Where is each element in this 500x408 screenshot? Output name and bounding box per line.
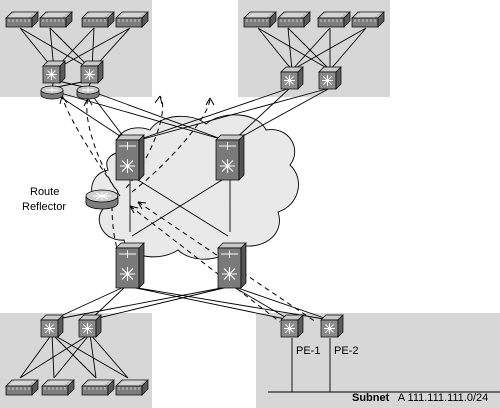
subnet-segment xyxy=(268,338,500,393)
core-downlinks-bottom xyxy=(51,285,331,321)
access-switch-icon xyxy=(277,11,311,28)
pe2-label: PE-2 xyxy=(334,345,358,357)
core-switch-icon xyxy=(215,134,245,181)
access-switch-icon xyxy=(317,11,351,28)
pe1-label: PE-1 xyxy=(296,345,320,357)
route-reflector-icon xyxy=(85,189,119,210)
core-mesh xyxy=(129,174,231,237)
distribution-switch-icon xyxy=(40,314,64,338)
distribution-switch-icon xyxy=(318,66,342,90)
core-switch-icon xyxy=(115,134,145,181)
subnet-address: A 111.111.111.0/24 xyxy=(398,392,489,404)
core-uplinks-top xyxy=(49,87,331,143)
access-switch-icon xyxy=(351,11,385,28)
router-icon xyxy=(40,85,64,100)
access-switch-icon xyxy=(243,11,277,28)
access-switch-icon xyxy=(41,379,75,396)
access-switch-icon xyxy=(115,11,149,28)
distribution-switch-icon xyxy=(78,314,102,338)
access-switch-icon xyxy=(5,11,39,28)
subnet-word: Subnet xyxy=(352,392,390,404)
access-switch-icon xyxy=(81,379,115,396)
site-bottom-left-links xyxy=(19,333,129,379)
access-switch-icon xyxy=(39,11,73,28)
site-top-right-links xyxy=(257,27,367,71)
pe2-router-icon xyxy=(320,314,344,338)
access-switch-icon xyxy=(81,11,115,28)
site-top-left-links xyxy=(19,27,131,89)
core-switch-icon xyxy=(115,242,145,289)
distribution-switch-icon xyxy=(42,60,66,84)
router-icon xyxy=(76,85,100,100)
distribution-switch-icon xyxy=(280,66,304,90)
core-switch-icon xyxy=(217,242,247,289)
route-reflector-label-line2: Reflector xyxy=(22,201,66,213)
access-switch-icon xyxy=(5,379,39,396)
subnet-label: Subnet A 111.111.111.0/24 xyxy=(352,388,488,405)
route-reflector-label-line1: Route xyxy=(30,186,59,198)
distribution-switch-icon xyxy=(80,60,104,84)
pe1-router-icon xyxy=(280,314,304,338)
access-switch-icon xyxy=(115,379,149,396)
